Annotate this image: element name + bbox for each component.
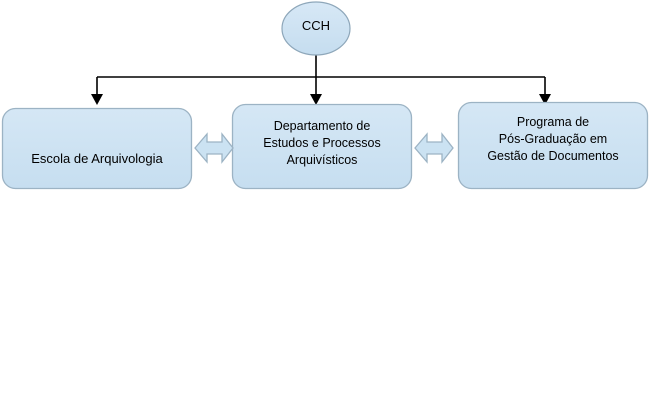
- node-departamento[interactable]: [231, 103, 413, 190]
- bidirectional-arrow-departamento-programa[interactable]: [414, 132, 454, 164]
- arrowhead-departamento-icon: [310, 94, 322, 105]
- arrowhead-escola-icon: [91, 94, 103, 105]
- double-headed-arrow-icon: [414, 132, 454, 164]
- tree-connector-lines: [91, 55, 551, 105]
- bidirectional-arrow-escola-departamento[interactable]: [194, 132, 234, 164]
- double-headed-arrow-icon: [194, 132, 234, 164]
- node-cch[interactable]: [281, 1, 351, 56]
- arrowhead-programa-icon: [539, 94, 551, 105]
- node-escola[interactable]: [1, 107, 193, 190]
- node-programa[interactable]: [457, 101, 649, 190]
